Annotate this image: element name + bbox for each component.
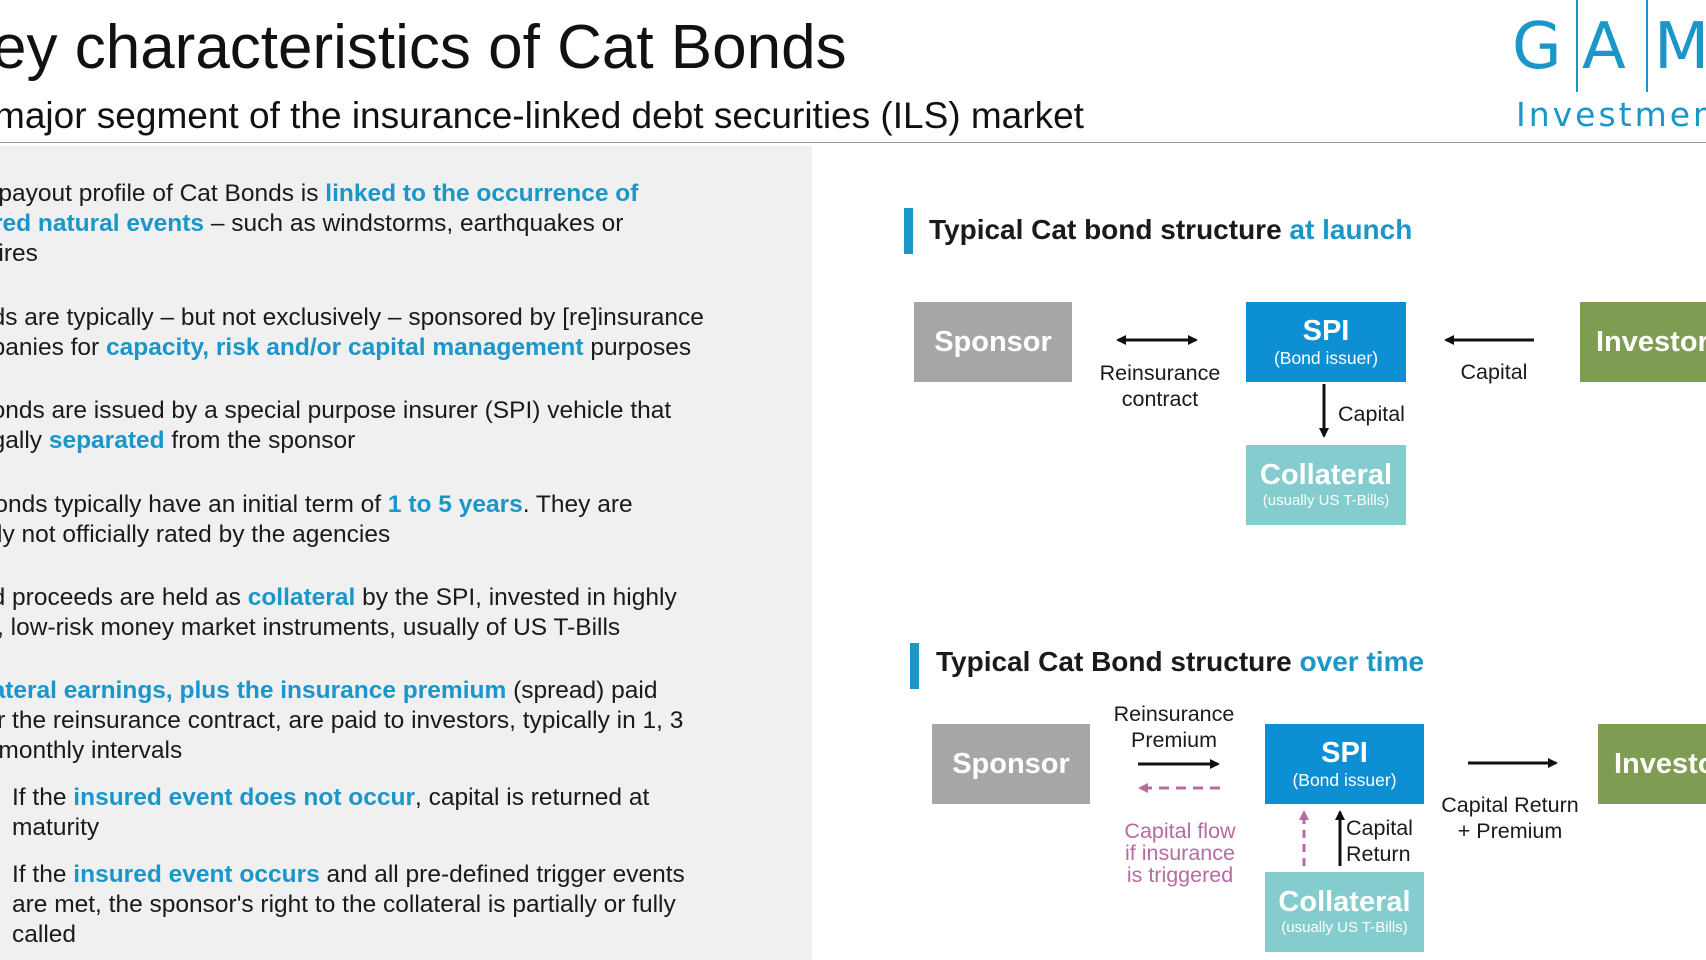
bullet-payout: e payout profile of Cat Bonds is linked … [0,180,639,267]
spi-sublabel: (Bond issuer) [1292,770,1397,790]
launch-sponsor-box: Sponsor [914,302,1072,382]
sub-bullet-no-event: If the insured event does not occur, cap… [12,784,650,841]
collateral-sublabel: (usually US T-Bills) [1262,492,1390,509]
launch-section-title: Typical Cat bond structure at launch [929,214,1413,245]
investor-label: Investor [1596,326,1706,358]
sponsor-label: Sponsor [934,326,1052,358]
header-divider [0,142,1706,143]
over-time-investor-box: Investo [1598,724,1706,804]
logo-letter-m: M [1654,10,1706,84]
capital-down-label: Capital [1338,402,1405,426]
characteristics-panel [0,146,812,960]
section-marker [904,208,913,254]
page-subtitle: major segment of the insurance-linked de… [0,95,1084,136]
launch-investor-box: Investor [1580,302,1706,382]
section-marker [910,643,919,689]
logo-letter-a: A [1582,10,1626,84]
logo-letter-g: G [1512,10,1562,84]
bullet-sponsors: nds are typically – but not exclusively … [0,304,704,361]
over-time-spi-box: SPI (Bond issuer) [1265,724,1424,804]
logo-tagline: Investment [1516,95,1706,134]
launch-spi-box: SPI (Bond issuer) [1246,302,1406,382]
over-time-collateral-box: Collateral (usually US T-Bills) [1265,872,1424,952]
logo-divider [1646,0,1648,92]
collateral-label: Collateral [1278,886,1411,918]
bullet-spi: bonds are issued by a special purpose in… [0,397,672,454]
bullet-earnings: llateral earnings, plus the insurance pr… [0,677,684,764]
logo-divider [1576,0,1578,92]
bullet-term: Bonds typically have an initial term of … [0,491,633,548]
spi-label: SPI [1321,737,1368,769]
gam-logo: G A M [1512,0,1706,92]
sub-bullet-event: If the insured event occurs and all pre-… [12,861,685,948]
over-time-section-title: Typical Cat Bond structure over time [936,646,1425,677]
investor-label: Investo [1614,748,1706,780]
capital-in-label: Capital [1460,360,1528,384]
collateral-label: Collateral [1259,459,1393,491]
launch-collateral-box: Collateral (usually US T-Bills) [1246,445,1406,525]
spi-label: SPI [1302,315,1350,347]
page-title: ey characteristics of Cat Bonds [0,13,847,82]
spi-sublabel: (Bond issuer) [1273,348,1379,368]
investor-return-label: Capital Return+ Premium [1441,793,1579,843]
collateral-sublabel: (usually US T-Bills) [1281,919,1408,936]
over-time-sponsor-box: Sponsor [932,724,1090,804]
sponsor-label: Sponsor [952,748,1070,780]
bullet-collateral: nd proceeds are held as collateral by th… [0,584,677,641]
